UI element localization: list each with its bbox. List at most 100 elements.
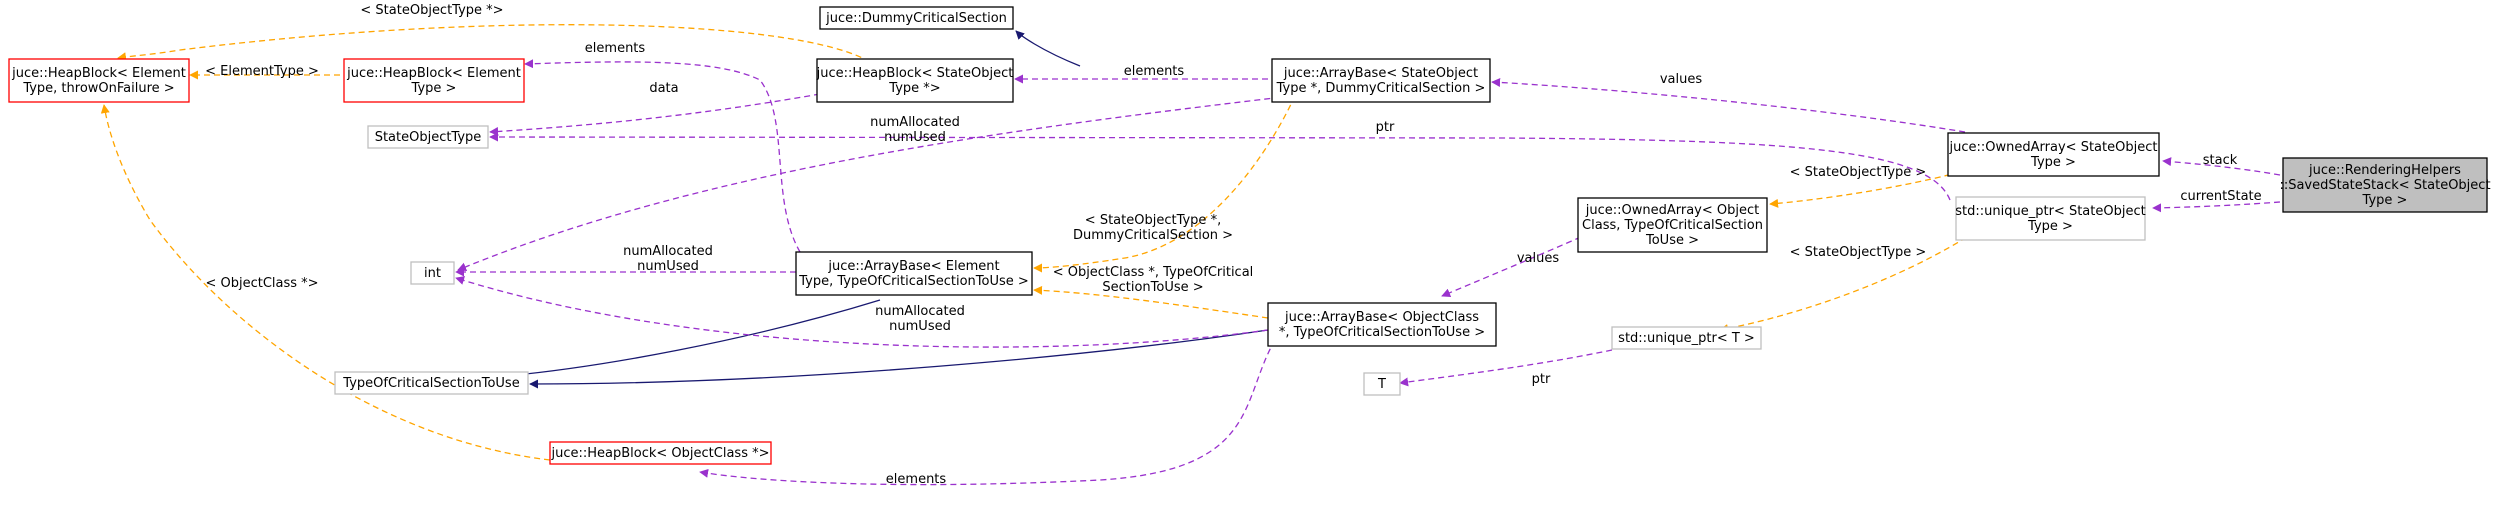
edge-heapblock-state-to-state-object-type	[489, 93, 821, 136]
edge-label-line: elements	[1124, 64, 1185, 79]
node-label: std::unique_ptr< StateObject	[1955, 204, 2145, 219]
edge-label-line: ptr	[1376, 120, 1395, 135]
node-int[interactable]: int	[410, 261, 455, 285]
edge-label-line: < ObjectClass *, TypeOfCritical	[1053, 265, 1254, 280]
edge-label-line: numUsed	[889, 319, 951, 334]
edge-ownedarray-state-to-ownedarray-object	[1769, 171, 1961, 208]
edge-label-line: < StateObjectType *>	[360, 3, 503, 18]
node-box	[410, 261, 455, 285]
node-arraybase-object-class[interactable]: juce::ArrayBase< ObjectClass*, TypeOfCri…	[1267, 302, 1497, 347]
node-box	[1577, 197, 1768, 253]
node-box	[334, 371, 529, 395]
node-label: juce::DummyCriticalSection	[825, 11, 1007, 26]
node-label: Type >	[2362, 193, 2408, 208]
node-box	[1267, 302, 1497, 347]
node-arraybase-state-object-type[interactable]: juce::ArrayBase< StateObjectType *, Dumm…	[1271, 58, 1491, 103]
node-box	[2282, 157, 2488, 213]
node-unique-ptr-state-object-type[interactable]: std::unique_ptr< StateObjectType >	[1955, 196, 2146, 241]
node-label: juce::ArrayBase< Element	[827, 259, 999, 274]
edge-unique-ptr-state-to-state-object-type	[489, 132, 1951, 201]
edge-arraybase-object-to-type-of-cs	[529, 329, 1269, 389]
node-type-of-critical-section-to-use[interactable]: TypeOfCriticalSectionToUse	[334, 371, 529, 395]
edge-saved-state-stack-to-unique-ptr-state	[2152, 201, 2281, 213]
node-ownedarray-state-object-type[interactable]: juce::OwnedArray< StateObjectType >	[1947, 132, 2160, 177]
edge-heapblock-object-to-heapblock-element-fail	[100, 104, 551, 461]
node-label: T	[1377, 377, 1386, 392]
edge-label-state-object-type-ptr: < StateObjectType *>	[360, 3, 503, 18]
edge-arraybase-object-to-heapblock-object	[699, 339, 1276, 486]
node-label: Type, throwOnFailure >	[22, 81, 174, 96]
node-state-object-type[interactable]: StateObjectType	[367, 125, 489, 149]
edge-label-line: numUsed	[884, 130, 946, 145]
node-label: Type >	[411, 81, 457, 96]
node-dummy-critical-section[interactable]: juce::DummyCriticalSection	[819, 6, 1014, 30]
edge-label-line: < StateObjectType *,	[1085, 213, 1221, 228]
edge-unique-ptr-state-to-unique-ptr-T	[1719, 231, 1976, 333]
edge-label-stack: stack	[2203, 153, 2238, 168]
edge-arraybase-element-to-heapblock-element	[524, 59, 801, 253]
edge-heapblock-state-to-heapblock-element-fail	[117, 24, 871, 63]
edge-label-state-object-type-tmpl2: < StateObjectType >	[1790, 245, 1927, 260]
node-label: Type, TypeOfCriticalSectionToUse >	[798, 274, 1029, 289]
edge-label-line: stack	[2203, 153, 2238, 168]
edge-arraybase-object-to-arraybase-element	[1033, 285, 1269, 319]
edge-arraybase-state-to-dummy-cs	[1015, 30, 1081, 67]
edge-arraybase-state-to-int	[457, 94, 1301, 272]
edge-saved-state-stack-to-ownedarray-state	[2162, 157, 2281, 176]
node-box	[549, 441, 772, 465]
edge-label-line: numAllocated	[870, 115, 960, 130]
node-label: int	[424, 266, 441, 281]
node-label: Type >	[2030, 155, 2076, 170]
node-ownedarray-object-class[interactable]: juce::OwnedArray< ObjectClass, TypeOfCri…	[1577, 197, 1768, 253]
node-heapblock-element-throw-on-failure[interactable]: juce::HeapBlock< ElementType, throwOnFai…	[8, 58, 190, 103]
node-T[interactable]: T	[1363, 372, 1401, 396]
node-label: Type *>	[888, 81, 940, 96]
edge-arraybase-state-to-arraybase-element	[1033, 95, 1296, 273]
node-arraybase-element-type[interactable]: juce::ArrayBase< ElementType, TypeOfCrit…	[795, 251, 1033, 296]
node-box	[795, 251, 1033, 296]
edge-unique-ptr-T-to-T	[1399, 349, 1613, 387]
edge-label-line: currentState	[2180, 189, 2261, 204]
node-label: TypeOfCriticalSectionToUse	[342, 376, 519, 391]
edge-label-elements-mid: elements	[1124, 64, 1185, 79]
edge-label-line: SectionToUse >	[1102, 280, 1203, 295]
edge-label-object-class-ptr: < ObjectClass *>	[205, 276, 318, 291]
node-heapblock-element-type[interactable]: juce::HeapBlock< ElementType >	[343, 58, 525, 103]
node-unique-ptr-T[interactable]: std::unique_ptr< T >	[1611, 326, 1762, 350]
node-label: ::SavedStateStack< StateObject	[2279, 178, 2490, 193]
edge-label-elements-bottom: elements	[886, 472, 947, 487]
node-heapblock-state-object-type[interactable]: juce::HeapBlock< StateObjectType *>	[816, 58, 1014, 103]
edge-label-current-state: currentState	[2180, 189, 2261, 204]
node-label: juce::OwnedArray< Object	[1585, 203, 1760, 218]
edge-labels: < StateObjectType *> < ElementType > ele…	[205, 3, 2262, 487]
nodes: juce::HeapBlock< ElementType, throwOnFai…	[8, 6, 2491, 465]
node-box	[1955, 196, 2146, 241]
node-label: ToUse >	[1645, 233, 1699, 248]
edge-label-line: < StateObjectType >	[1790, 245, 1927, 260]
node-label: *, TypeOfCriticalSectionToUse >	[1279, 325, 1485, 340]
node-box	[1271, 58, 1491, 103]
node-box	[816, 58, 1014, 103]
edge-ownedarray-object-to-arraybase-object	[1441, 232, 1591, 298]
edge-label-ptr-bottom: ptr	[1532, 372, 1551, 387]
node-saved-state-stack[interactable]: juce::RenderingHelpers::SavedStateStack<…	[2279, 157, 2491, 213]
node-label: Type *, DummyCriticalSection >	[1276, 81, 1486, 96]
edge-label-line: values	[1660, 72, 1703, 87]
edge-label-line: elements	[585, 41, 646, 56]
node-label: std::unique_ptr< T >	[1618, 331, 1755, 346]
node-box	[819, 6, 1014, 30]
edge-label-line: numAllocated	[875, 304, 965, 319]
edge-label-values-mid: values	[1517, 251, 1560, 266]
edge-label-state-object-type-tmpl: < StateObjectType >	[1790, 165, 1927, 180]
node-heapblock-object-class[interactable]: juce::HeapBlock< ObjectClass *>	[549, 441, 772, 465]
node-label: juce::HeapBlock< StateObject	[816, 66, 1014, 81]
node-label: juce::ArrayBase< StateObject	[1283, 66, 1478, 81]
node-box	[367, 125, 489, 149]
edge-label-line: ptr	[1532, 372, 1551, 387]
edge-label-values-top: values	[1660, 72, 1703, 87]
